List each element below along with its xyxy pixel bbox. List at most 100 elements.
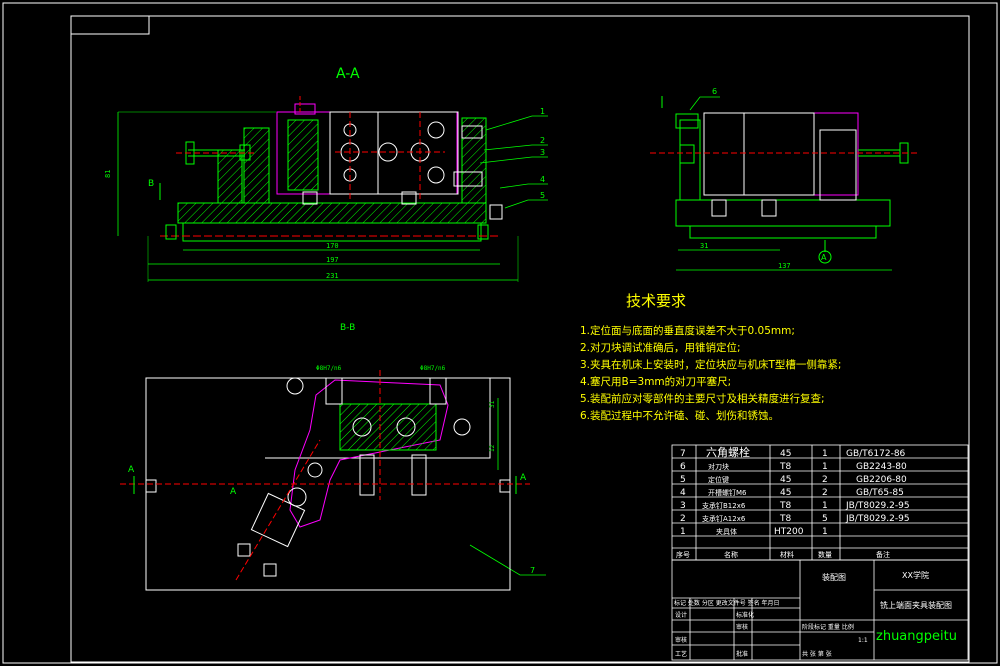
left-block bbox=[217, 149, 243, 204]
craft-label: 工艺 bbox=[675, 650, 687, 658]
bom-rows: 7 六角螺栓 45 1 GB/T6172-86 6 对刀块 T8 1 GB224… bbox=[676, 445, 910, 559]
audit-label: 审核 bbox=[736, 623, 748, 631]
audit-label-2: 审核 bbox=[675, 636, 687, 644]
svg-text:六角螺栓: 六角螺栓 bbox=[706, 445, 750, 459]
dim-height: 81 bbox=[104, 170, 112, 178]
base-plate bbox=[177, 202, 487, 224]
svg-text:1: 1 bbox=[680, 527, 686, 537]
tech-item-4: 4.塞尺用B=3mm的对刀平塞尺; bbox=[580, 375, 731, 388]
svg-text:3: 3 bbox=[680, 501, 686, 511]
tech-item-2: 2.对刀块调试准确后，用锥销定位; bbox=[580, 341, 741, 354]
side-workpiece bbox=[703, 112, 859, 196]
title-block-text: 标记 处数 分区 更改文件号 签名 年月日 设计 标准化 审核 工艺 审核 批准… bbox=[674, 570, 952, 658]
callout-5: 5 bbox=[540, 191, 545, 200]
company-name: XX学院 bbox=[902, 570, 929, 580]
tech-list: 1.定位面与底面的垂直度误差不大于0.05mm; 2.对刀块调试准确后，用锥销定… bbox=[580, 324, 841, 422]
svg-text:名称: 名称 bbox=[724, 550, 738, 559]
dim-side-31: 31 bbox=[700, 242, 708, 250]
bb-fit-2: Φ8H7/n6 bbox=[420, 365, 446, 372]
dim-231: 231 bbox=[326, 272, 339, 280]
base-lower bbox=[182, 222, 482, 242]
svg-text:GB/T65-85: GB/T65-85 bbox=[856, 488, 904, 498]
code-box bbox=[70, 15, 150, 35]
sign-row: 标记 处数 分区 更改文件号 签名 年月日 bbox=[674, 599, 780, 607]
svg-text:6: 6 bbox=[680, 462, 686, 472]
svg-text:T8: T8 bbox=[779, 462, 791, 472]
callout-3: 3 bbox=[540, 148, 545, 157]
tech-item-5: 5.装配前应对零部件的主要尺寸及相关精度进行复查; bbox=[580, 392, 825, 405]
tech-item-6: 6.装配过程中不允许磕、碰、划伤和锈蚀。 bbox=[580, 409, 779, 422]
svg-text:5: 5 bbox=[822, 514, 828, 524]
bb-dim-12: 12 bbox=[489, 444, 496, 452]
watermark: zhuangpeitu bbox=[876, 629, 957, 644]
section-bb-label: B-B bbox=[340, 323, 355, 333]
dim-side-137: 137 bbox=[778, 262, 791, 270]
drawing-title: 铣上端面夹具装配图 bbox=[880, 600, 952, 610]
svg-text:序号: 序号 bbox=[676, 550, 690, 559]
callout-2: 2 bbox=[540, 136, 545, 145]
svg-text:45: 45 bbox=[780, 488, 791, 498]
svg-text:T8: T8 bbox=[779, 514, 791, 524]
left-pad bbox=[243, 127, 270, 204]
callout-1: 1 bbox=[540, 107, 545, 116]
svg-text:1: 1 bbox=[822, 462, 828, 472]
tech-title: 技术要求 bbox=[626, 292, 686, 310]
bb-arrow-a-mid: A bbox=[230, 487, 237, 497]
svg-text:支承钉B12x6: 支承钉B12x6 bbox=[702, 501, 746, 510]
view-arrow-b: B bbox=[148, 179, 154, 189]
callout-4: 4 bbox=[540, 175, 545, 184]
bb-arrow-a-right: A bbox=[520, 473, 527, 483]
svg-text:夹具体: 夹具体 bbox=[716, 527, 737, 536]
svg-text:2: 2 bbox=[822, 475, 828, 485]
svg-text:定位键: 定位键 bbox=[708, 475, 729, 484]
svg-text:对刀块: 对刀块 bbox=[708, 462, 729, 471]
svg-text:5: 5 bbox=[680, 475, 686, 485]
bb-dim-31: 31 bbox=[489, 400, 496, 408]
svg-text:数量: 数量 bbox=[818, 550, 832, 559]
callout-leaders bbox=[469, 96, 720, 576]
scale-value: 1:1 bbox=[858, 637, 868, 644]
svg-text:GB/T6172-86: GB/T6172-86 bbox=[846, 449, 906, 459]
callout-6: 6 bbox=[712, 87, 717, 96]
svg-text:45: 45 bbox=[780, 449, 791, 459]
dim-170: 170 bbox=[326, 242, 339, 250]
datum-a bbox=[818, 250, 832, 264]
sheet-label: 共 张 第 张 bbox=[802, 650, 832, 658]
svg-text:JB/T8029.2-95: JB/T8029.2-95 bbox=[845, 514, 910, 524]
svg-text:1: 1 bbox=[822, 501, 828, 511]
side-base bbox=[675, 199, 891, 227]
tech-item-1: 1.定位面与底面的垂直度误差不大于0.05mm; bbox=[580, 324, 795, 337]
svg-text:4: 4 bbox=[680, 488, 686, 498]
bb-fit-1: Φ8H7/n6 bbox=[316, 365, 342, 372]
design-label: 设计 bbox=[675, 611, 687, 619]
stage-label: 阶段标记 重量 比例 bbox=[802, 623, 854, 631]
right-wall bbox=[461, 117, 487, 204]
svg-text:45: 45 bbox=[780, 475, 791, 485]
svg-text:2: 2 bbox=[680, 514, 686, 524]
standard-label: 标准化 bbox=[736, 611, 754, 619]
tech-item-3: 3.夹具在机床上安装时，定位块应与机床T型槽一侧靠紧; bbox=[580, 358, 841, 371]
title-block bbox=[671, 559, 969, 661]
bb-arrow-a-left: A bbox=[128, 465, 135, 475]
drawing-type: 装配图 bbox=[822, 572, 846, 582]
inner-frame bbox=[70, 15, 970, 663]
dim-197: 197 bbox=[326, 256, 339, 264]
svg-text:支承钉A12x6: 支承钉A12x6 bbox=[702, 514, 746, 523]
svg-text:7: 7 bbox=[680, 449, 686, 459]
svg-text:2: 2 bbox=[822, 488, 828, 498]
svg-text:材料: 材料 bbox=[780, 550, 794, 559]
datum-a-label: A bbox=[821, 253, 827, 262]
svg-text:T8: T8 bbox=[779, 501, 791, 511]
svg-text:GB2206-80: GB2206-80 bbox=[856, 475, 907, 485]
section-aa-label: A-A bbox=[336, 66, 360, 82]
approve-label: 批准 bbox=[736, 650, 748, 658]
svg-text:1: 1 bbox=[822, 527, 828, 537]
svg-text:备注: 备注 bbox=[876, 550, 890, 559]
svg-text:开槽螺钉M6: 开槽螺钉M6 bbox=[708, 488, 747, 497]
svg-text:1: 1 bbox=[822, 449, 828, 459]
svg-text:JB/T8029.2-95: JB/T8029.2-95 bbox=[845, 501, 910, 511]
svg-text:GB2243-80: GB2243-80 bbox=[856, 462, 907, 472]
callout-7: 7 bbox=[530, 566, 535, 575]
